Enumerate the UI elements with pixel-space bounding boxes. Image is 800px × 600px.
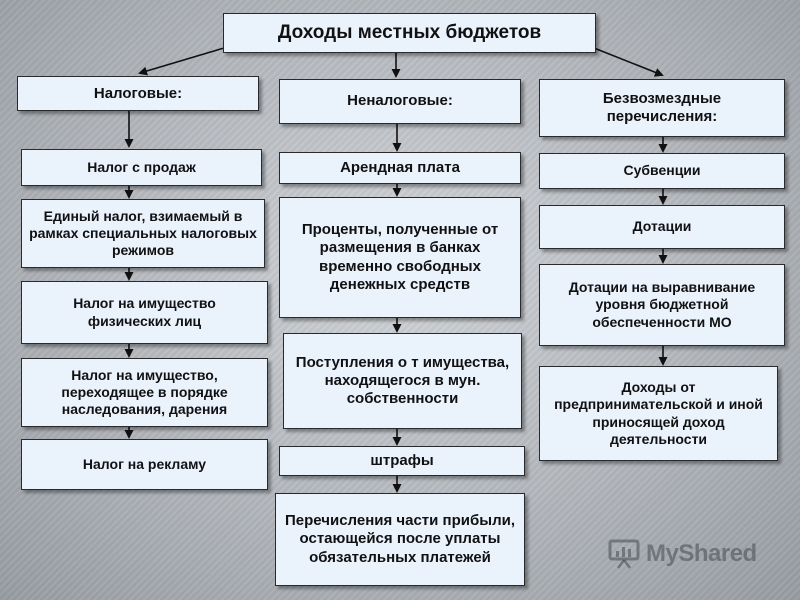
- header-tax-text: Налоговые:: [93, 85, 183, 102]
- header-nontax-text: Неналоговые:: [347, 92, 453, 110]
- header-tax: Налоговые:: [17, 76, 259, 111]
- tax-item-single-tax-text: Единый налог, взимаемый в рамках специал…: [29, 207, 257, 259]
- gratuitous-item-business-income: Доходы от предпринимательской и иной при…: [539, 366, 778, 461]
- tax-item-inheritance: Налог на имущество, переходящее в порядк…: [21, 358, 268, 427]
- tax-item-sales: Налог с продаж: [21, 149, 262, 186]
- tax-item-inheritance-text: Налог на имущество, переходящее в порядк…: [61, 366, 228, 418]
- gratuitous-item-equalization: Дотации на выравнивание уровня бюджетной…: [539, 264, 785, 346]
- nontax-item-property-income-text: Поступления о т имущества, находящегося …: [295, 353, 510, 408]
- header-gratuitous-text: Безвозмездные перечисления:: [602, 89, 722, 125]
- watermark-text: MyShared: [646, 540, 757, 567]
- nontax-item-interest: Проценты, полученные от размещения в бан…: [279, 197, 521, 318]
- watermark-logo: MyShared: [608, 536, 757, 572]
- arrow-title-to-gratuitous: [593, 47, 664, 77]
- tax-item-sales-text: Налог с продаж: [87, 158, 196, 175]
- tax-item-single-tax: Единый налог, взимаемый в рамках специал…: [21, 199, 265, 268]
- nontax-item-profit-transfer: Перечисления части прибыли, остающейся п…: [275, 493, 525, 586]
- nontax-item-fines-text: штрафы: [370, 451, 434, 469]
- diagram-title-text: Доходы местных бюджетов: [277, 22, 542, 44]
- arrow-title-to-tax: [138, 47, 225, 76]
- nontax-item-rent: Арендная плата: [279, 152, 521, 184]
- header-nontax: Неналоговые:: [279, 79, 521, 124]
- header-gratuitous: Безвозмездные перечисления:: [539, 79, 785, 137]
- tax-item-property: Налог на имущество физических лиц: [21, 281, 268, 344]
- nontax-item-interest-text: Проценты, полученные от размещения в бан…: [301, 220, 499, 293]
- nontax-item-property-income: Поступления о т имущества, находящегося …: [283, 333, 522, 429]
- nontax-item-rent-text: Арендная плата: [340, 158, 460, 176]
- gratuitous-item-business-income-text: Доходы от предпринимательской и иной при…: [554, 379, 763, 447]
- gratuitous-item-grants: Дотации: [539, 205, 785, 249]
- gratuitous-item-subventions-text: Субвенции: [623, 162, 701, 179]
- gratuitous-item-grants-text: Дотации: [632, 218, 692, 235]
- tax-item-advertising-text: Налог на рекламу: [82, 455, 207, 472]
- tax-item-advertising: Налог на рекламу: [21, 439, 268, 490]
- diagram-title: Доходы местных бюджетов: [223, 13, 596, 53]
- nontax-item-profit-transfer-text: Перечисления части прибыли, остающейся п…: [285, 512, 515, 566]
- gratuitous-item-subventions: Субвенции: [539, 153, 785, 189]
- tax-item-property-text: Налог на имущество физических лиц: [73, 295, 216, 329]
- gratuitous-item-equalization-text: Дотации на выравнивание уровня бюджетной…: [568, 279, 756, 330]
- presentation-icon: [608, 539, 640, 569]
- nontax-item-fines: штрафы: [279, 446, 525, 476]
